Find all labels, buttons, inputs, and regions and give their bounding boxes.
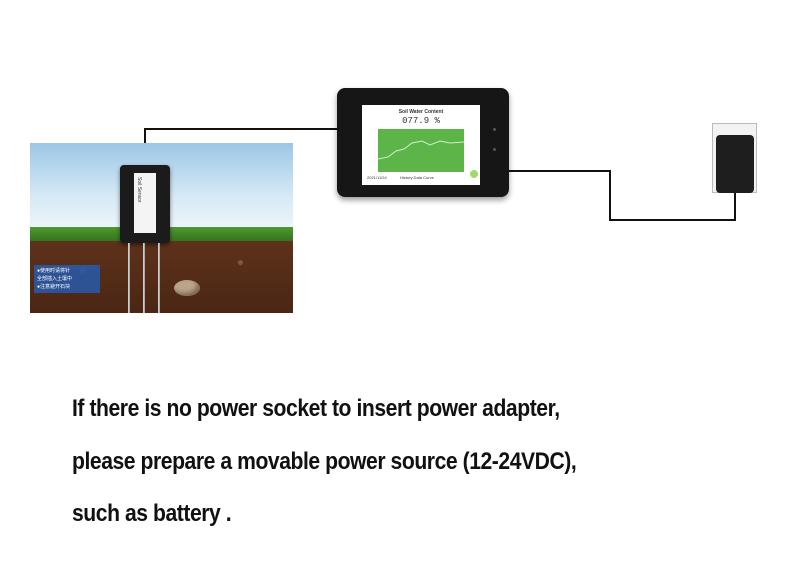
power-cable-adapter <box>734 190 736 221</box>
caption-line-2: please prepare a movable power source (1… <box>72 448 576 476</box>
indicator-light <box>493 148 496 151</box>
sensor-cable-horizontal <box>144 128 339 130</box>
tag-line: ●使用时请将针 <box>37 267 97 275</box>
tag-line: 全部插入土壤中 <box>37 275 97 283</box>
screen-button <box>470 170 478 178</box>
probe-label-text: Soil Sensor <box>136 177 142 203</box>
power-cable-horizontal-1 <box>507 170 610 172</box>
controller-device: Soil Water Content 077.9 % 2021/11/24 Hi… <box>337 88 509 197</box>
screen-value: 077.9 % <box>362 116 480 126</box>
screen-caption: History Data Curve <box>400 175 434 180</box>
instruction-tag: ●使用时请将针 全部插入土壤中 ●注意避开石块 <box>34 265 100 293</box>
power-cable-vertical <box>609 170 611 221</box>
tag-line: ●注意避开石块 <box>37 283 97 291</box>
screen-title: Soil Water Content <box>362 109 480 115</box>
power-cable-horizontal-2 <box>609 219 736 221</box>
indicator-light <box>493 128 496 131</box>
probe-pin <box>128 243 130 313</box>
caption-line-3: such as battery . <box>72 500 231 528</box>
probe-pin <box>158 243 160 313</box>
history-curve <box>378 129 464 172</box>
soil-scene: ●使用时请将针 全部插入土壤中 ●注意避开石块 Soil Sensor <box>30 143 293 313</box>
screen-date: 2021/11/24 <box>367 175 387 180</box>
stone <box>174 280 200 296</box>
power-adapter <box>716 135 754 193</box>
probe-pin <box>143 243 145 313</box>
history-plot <box>378 129 464 172</box>
soil-sensor-probe: Soil Sensor <box>120 165 170 243</box>
caption-line-1: If there is no power socket to insert po… <box>72 395 560 423</box>
device-screen: Soil Water Content 077.9 % 2021/11/24 Hi… <box>362 105 480 185</box>
